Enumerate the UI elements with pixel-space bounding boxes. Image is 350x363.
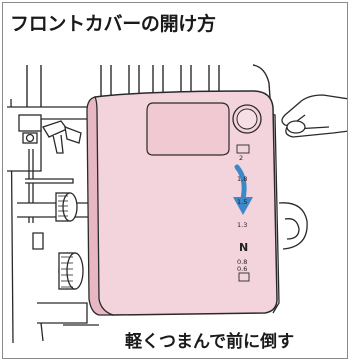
machine-body: [7, 98, 99, 344]
front-cover: [86, 90, 278, 316]
dial-label-2: 2: [239, 154, 244, 162]
dial-label-0-8: 0.8: [237, 258, 248, 266]
dial-label-0-6: 0.6: [237, 265, 248, 273]
panel-title: フロントカバーの開け方: [10, 13, 216, 35]
dial-letter: N: [239, 241, 249, 254]
instruction-panel: フロントカバーの開け方: [2, 2, 348, 359]
instruction-caption: 軽くつまんで前に倒す: [125, 332, 295, 352]
tilt-direction-arrow: [233, 164, 253, 215]
dial-label-1-5: 1.5: [237, 198, 248, 206]
dial-label-1-3: 1.3: [237, 221, 248, 229]
dial-label-1-8: 1.8: [237, 175, 248, 183]
serger-illustration: [7, 64, 347, 344]
hand-illustration: [281, 94, 347, 138]
